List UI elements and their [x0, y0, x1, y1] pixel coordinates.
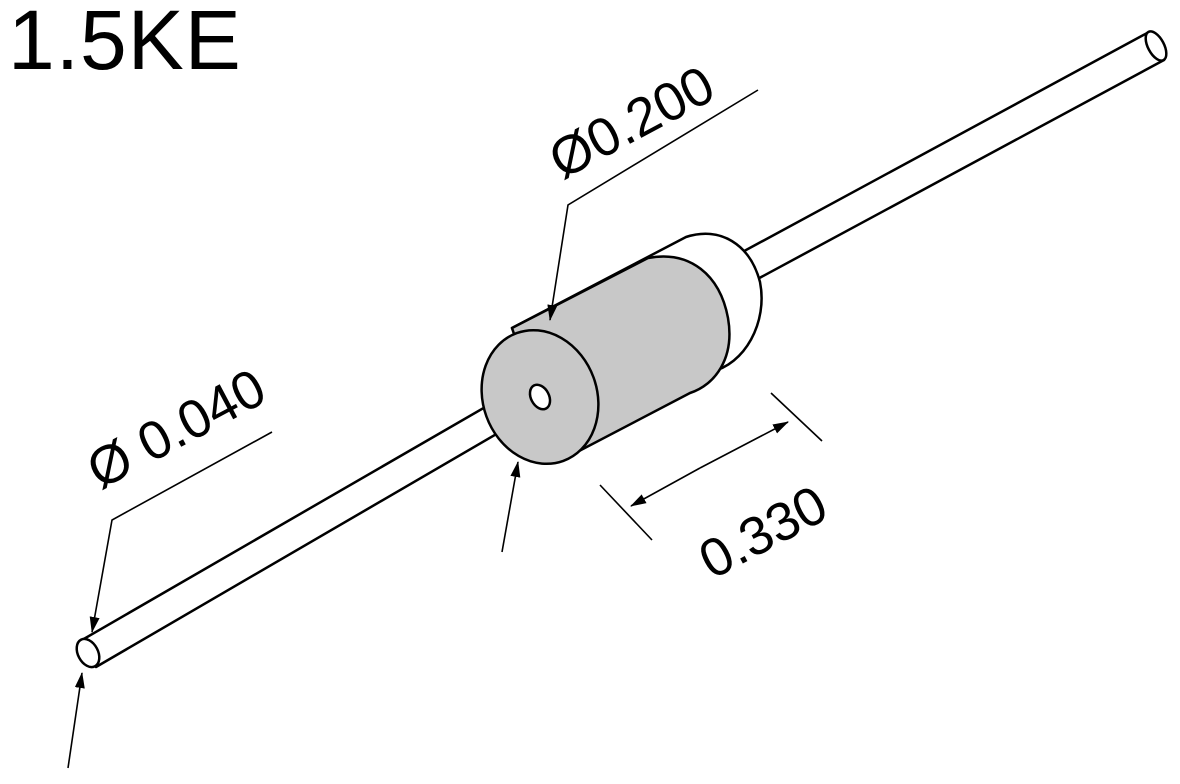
lead-diameter-label: Ø 0.040: [77, 357, 275, 500]
diode-body: [480, 232, 763, 466]
body-length-label: 0.330: [689, 474, 836, 590]
body-diameter-label: Ø0.200: [539, 54, 724, 190]
part-title: 1.5KE: [8, 0, 242, 87]
right-lead: [733, 30, 1168, 284]
